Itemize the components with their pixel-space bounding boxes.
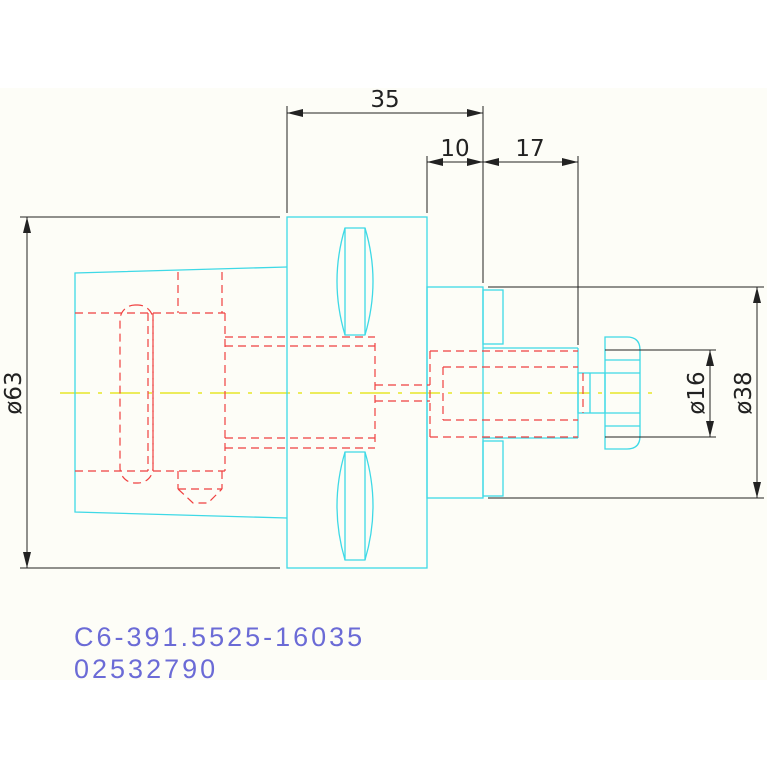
taper-shank bbox=[74, 266, 288, 519]
drawing-sheet bbox=[0, 88, 767, 680]
holder-outline bbox=[74, 216, 641, 569]
drive-slot-lower bbox=[336, 451, 374, 561]
dimension-dia-16: ø16 bbox=[605, 349, 716, 438]
hidden-features bbox=[75, 272, 584, 504]
nose-body bbox=[426, 286, 484, 499]
dimension-10-label: 10 bbox=[440, 136, 469, 162]
clamp-screw-hidden bbox=[177, 471, 223, 504]
drive-key-upper bbox=[482, 289, 504, 345]
dimension-10: 10 bbox=[426, 136, 483, 213]
arbor-bore bbox=[429, 350, 584, 438]
order-code: 02532790 bbox=[74, 654, 218, 684]
drive-key-lower bbox=[482, 440, 504, 497]
dimension-dia-63-label: ø63 bbox=[1, 371, 27, 414]
dimension-17: 17 bbox=[483, 136, 579, 345]
arbor-screw-head bbox=[604, 336, 641, 450]
dimension-17-label: 17 bbox=[515, 136, 544, 162]
dimension-dia-38: ø38 bbox=[488, 286, 764, 499]
part-number: C6-391.5525-16035 bbox=[74, 622, 365, 652]
central-bore bbox=[225, 336, 376, 449]
dimension-35-label: 35 bbox=[370, 87, 399, 113]
cross-slot bbox=[119, 304, 154, 484]
dimension-dia-63: ø63 bbox=[1, 216, 280, 569]
dimension-35: 35 bbox=[286, 87, 484, 283]
dimension-dia-38-label: ø38 bbox=[731, 371, 757, 414]
dimension-dia-16-label: ø16 bbox=[684, 371, 710, 414]
drive-slot-upper bbox=[336, 227, 374, 336]
coolant-hole bbox=[375, 384, 430, 402]
